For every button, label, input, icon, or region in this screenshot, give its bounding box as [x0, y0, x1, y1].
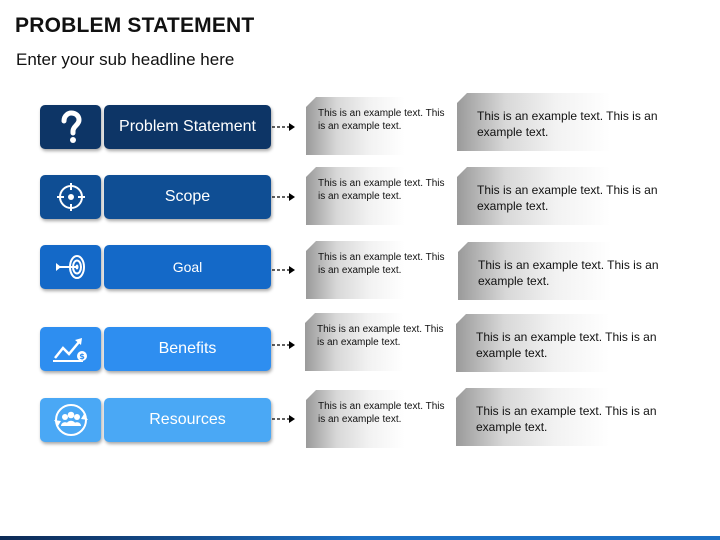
crosshair-icon	[56, 183, 85, 211]
row-problem-statement: Problem Statement This is an example tex…	[0, 93, 720, 157]
row-benefits: $ Benefits This is an example text. This…	[0, 313, 720, 379]
text-card-2: This is an example text. This is an exam…	[457, 167, 676, 225]
dashed-arrow-icon	[272, 193, 295, 201]
label-box: Scope	[104, 175, 271, 219]
page-subtitle: Enter your sub headline here	[16, 50, 235, 69]
text-card-1: This is an example text. This is an exam…	[306, 97, 447, 155]
row-label: Resources	[149, 411, 226, 428]
row-goal: Goal This is an example text. This is an…	[0, 237, 720, 300]
card-text: This is an example text. This is an exam…	[477, 109, 658, 139]
text-card-1: This is an example text. This is an exam…	[306, 390, 447, 448]
growth-chart-icon: $	[52, 338, 87, 362]
icon-tile	[40, 398, 101, 442]
row-label: Benefits	[158, 340, 217, 357]
target-arrow-icon	[55, 255, 85, 279]
footer-bar	[0, 536, 720, 540]
text-card-1: This is an example text. This is an exam…	[305, 313, 446, 371]
text-card-1: This is an example text. This is an exam…	[306, 241, 447, 299]
card-text: This is an example text. This is an exam…	[318, 252, 445, 276]
card-text: This is an example text. This is an exam…	[476, 330, 657, 360]
page-title: PROBLEM STATEMENT	[15, 14, 255, 37]
card-text: This is an example text. This is an exam…	[317, 324, 444, 348]
text-card-2: This is an example text. This is an exam…	[456, 314, 675, 372]
label-box: Goal	[104, 245, 271, 289]
row-label: Scope	[164, 188, 211, 205]
dashed-arrow-icon	[272, 341, 295, 349]
question-mark-icon	[61, 110, 82, 143]
team-cycle-icon	[53, 404, 88, 436]
card-text: This is an example text. This is an exam…	[476, 404, 657, 434]
icon-tile	[40, 245, 101, 289]
dashed-arrow-icon	[272, 266, 295, 274]
card-text: This is an example text. This is an exam…	[318, 108, 445, 132]
card-text: This is an example text. This is an exam…	[318, 178, 445, 202]
row-scope: Scope This is an example text. This is a…	[0, 167, 720, 227]
text-card-2: This is an example text. This is an exam…	[456, 388, 675, 446]
svg-text:$: $	[79, 352, 85, 361]
row-label: Problem Statement	[119, 118, 256, 135]
card-text: This is an example text. This is an exam…	[318, 401, 445, 425]
label-box: Resources	[104, 398, 271, 442]
text-card-1: This is an example text. This is an exam…	[306, 167, 447, 225]
label-box: Problem Statement	[104, 105, 271, 149]
icon-tile: $	[40, 327, 101, 371]
label-box: Benefits	[104, 327, 271, 371]
dashed-arrow-icon	[272, 415, 295, 423]
text-card-2: This is an example text. This is an exam…	[458, 242, 677, 300]
card-text: This is an example text. This is an exam…	[478, 258, 659, 288]
card-text: This is an example text. This is an exam…	[477, 183, 658, 213]
row-label: Goal	[172, 259, 203, 275]
icon-tile	[40, 105, 101, 149]
row-resources: Resources This is an example text. This …	[0, 388, 720, 450]
text-card-2: This is an example text. This is an exam…	[457, 93, 676, 151]
dashed-arrow-icon	[272, 123, 295, 131]
icon-tile	[40, 175, 101, 219]
